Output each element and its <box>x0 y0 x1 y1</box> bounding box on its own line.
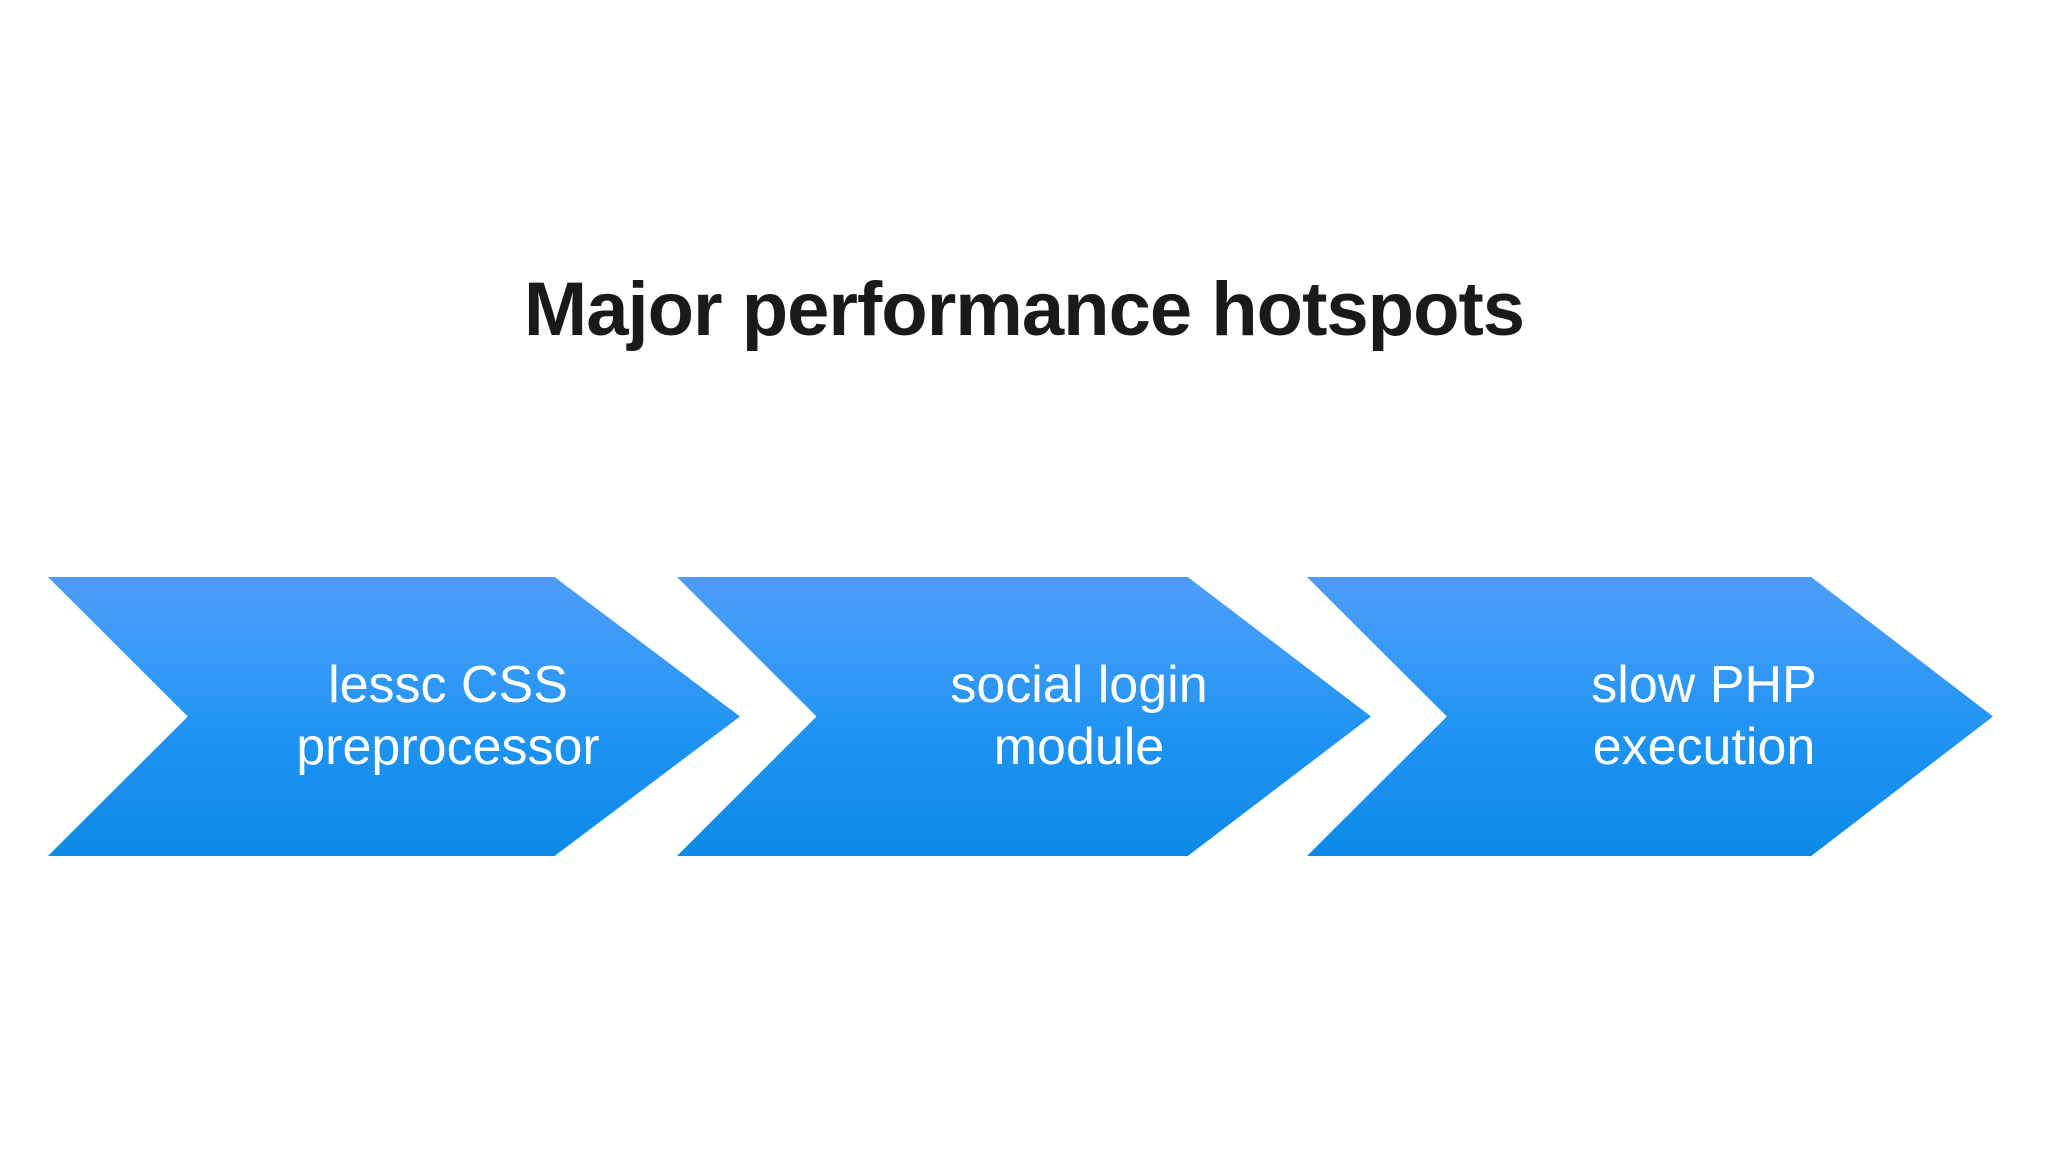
process-step-2[interactable]: social login module <box>677 577 1371 856</box>
process-step-2-label: social login module <box>950 656 1208 776</box>
process-step-3-label: slow PHP execution <box>1591 656 1817 776</box>
process-flow-diagram: lessc CSS preprocessor social login modu… <box>0 577 2048 856</box>
process-step-1[interactable]: lessc CSS preprocessor <box>48 577 740 856</box>
page-title: Major performance hotspots <box>523 267 1525 352</box>
process-step-3[interactable]: slow PHP execution <box>1307 577 1993 856</box>
process-step-1-label: lessc CSS preprocessor <box>296 656 600 776</box>
